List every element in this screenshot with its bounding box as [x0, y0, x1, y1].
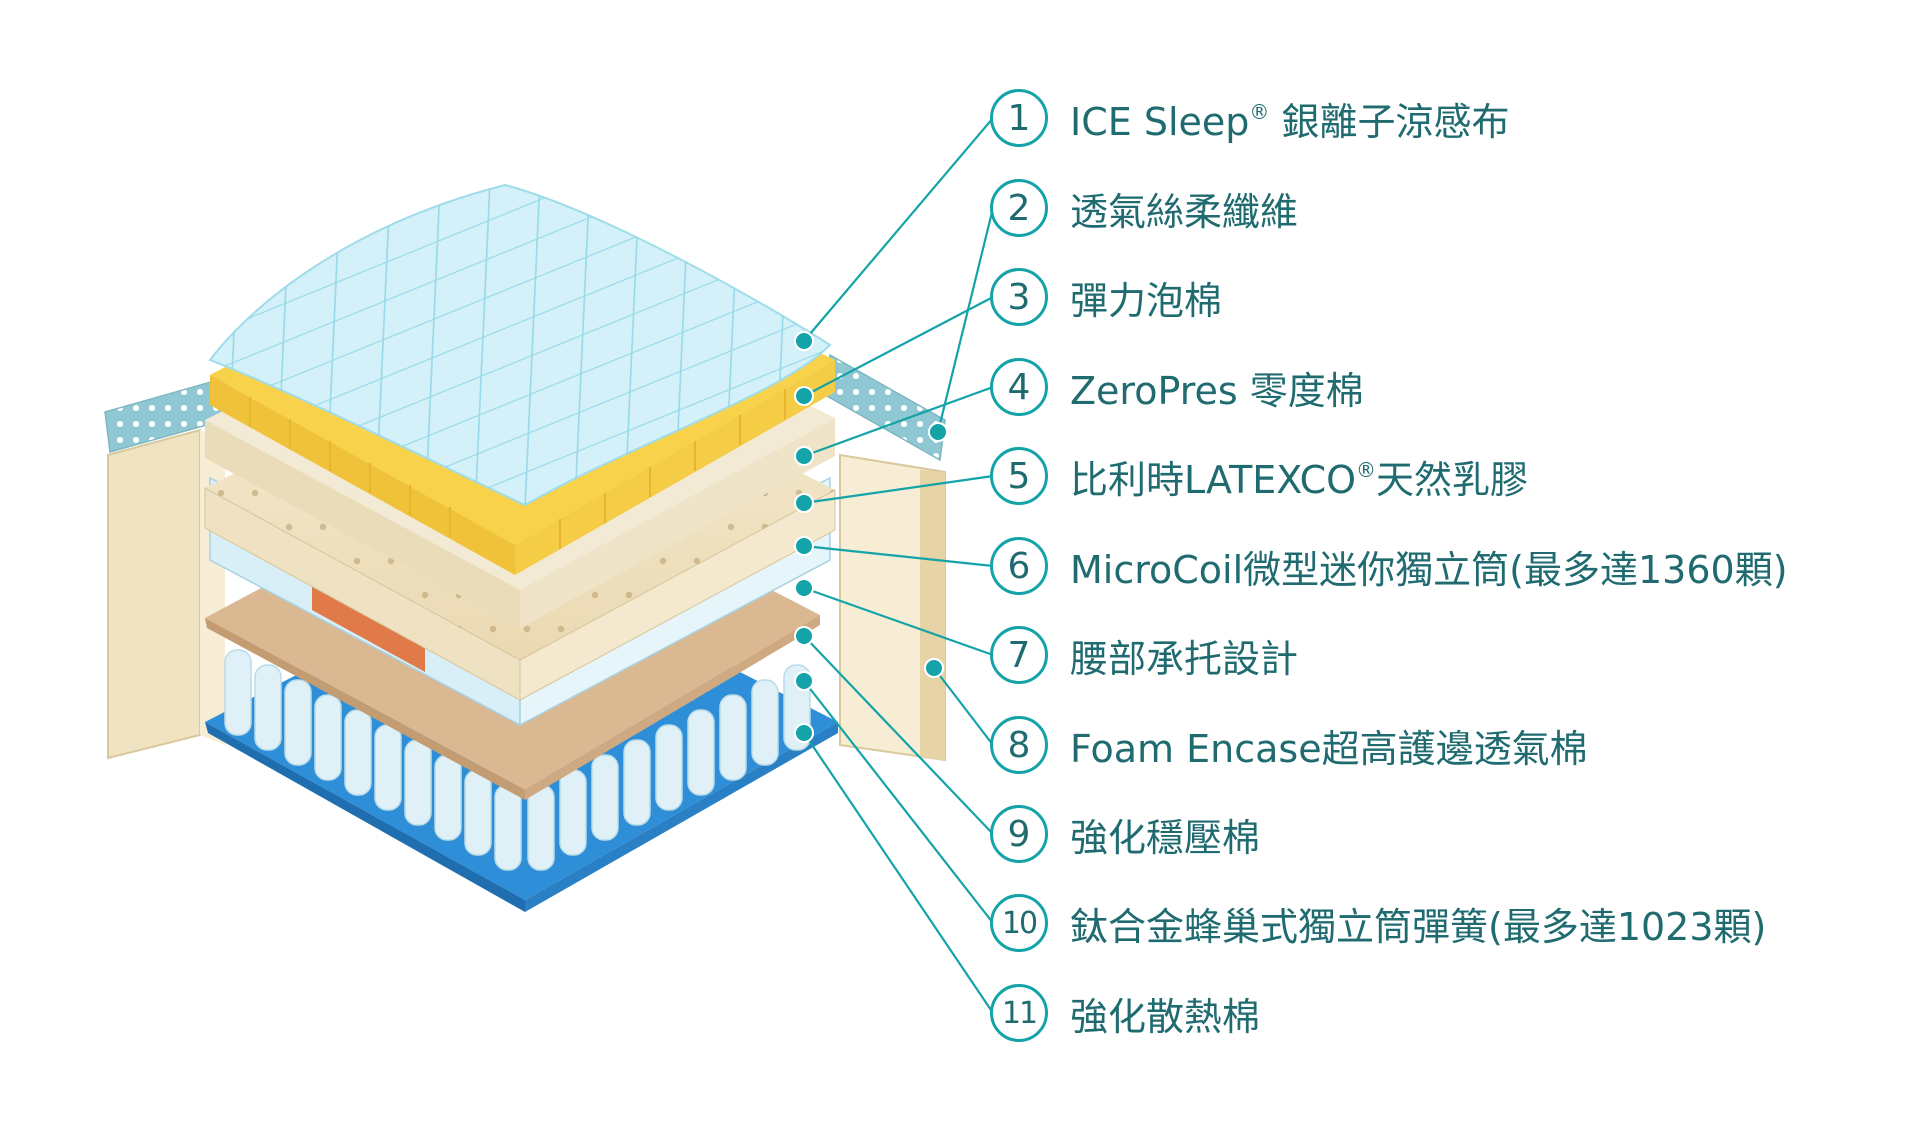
number-badge: 6 [990, 537, 1048, 595]
legend-item: 11 強化散熱棉 [990, 982, 1260, 1044]
legend-label: 比利時LATEXCO®天然乳膠 [1070, 457, 1529, 502]
layer-ice-sleep-fabric [208, 183, 832, 507]
layer-foam-encase [107, 428, 946, 762]
legend-label: 彈力泡棉 [1070, 278, 1223, 323]
legend-item: 6 MicroCoil微型迷你獨立筒(最多達1360顆) [990, 535, 1788, 597]
number-badge: 5 [990, 447, 1048, 505]
legend-label: ICE Sleep® 銀離子涼感布 [1070, 99, 1510, 144]
legend-label: 強化散熱棉 [1070, 994, 1261, 1039]
legend-item: 2 透氣絲柔纖維 [990, 177, 1298, 239]
number-badge: 10 [990, 894, 1048, 952]
number-badge: 4 [990, 358, 1048, 416]
legend-item: 5 比利時LATEXCO®天然乳膠 [990, 445, 1528, 507]
legend-item: 4 ZeroPres 零度棉 [990, 356, 1364, 418]
legend-item: 7 腰部承托設計 [990, 624, 1298, 686]
layer-pocket-springs [224, 649, 811, 871]
legend-label: 強化穩壓棉 [1070, 815, 1261, 860]
legend-label: Foam Encase超高護邊透氣棉 [1070, 726, 1588, 771]
legend-item: 8 Foam Encase超高護邊透氣棉 [990, 714, 1588, 776]
legend-item: 10 鈦合金蜂巢式獨立筒彈簧(最多達1023顆) [990, 892, 1766, 954]
legend-label: 鈦合金蜂巢式獨立筒彈簧(最多達1023顆) [1070, 904, 1767, 949]
number-badge: 7 [990, 626, 1048, 684]
number-badge: 11 [990, 984, 1048, 1042]
legend-item: 9 強化穩壓棉 [990, 803, 1260, 865]
legend-item: 3 彈力泡棉 [990, 266, 1222, 328]
number-badge: 1 [990, 89, 1048, 147]
number-badge: 3 [990, 268, 1048, 326]
number-badge: 2 [990, 179, 1048, 237]
number-badge: 8 [990, 716, 1048, 774]
legend-label: 透氣絲柔纖維 [1070, 189, 1299, 234]
legend-label: ZeroPres 零度棉 [1070, 368, 1364, 413]
number-badge: 9 [990, 805, 1048, 863]
legend-label: MicroCoil微型迷你獨立筒(最多達1360顆) [1070, 547, 1788, 592]
legend-item: 1 ICE Sleep® 銀離子涼感布 [990, 87, 1509, 149]
legend-label: 腰部承托設計 [1070, 636, 1299, 681]
leader-lines [803, 117, 995, 1014]
leader-dots [794, 331, 948, 743]
